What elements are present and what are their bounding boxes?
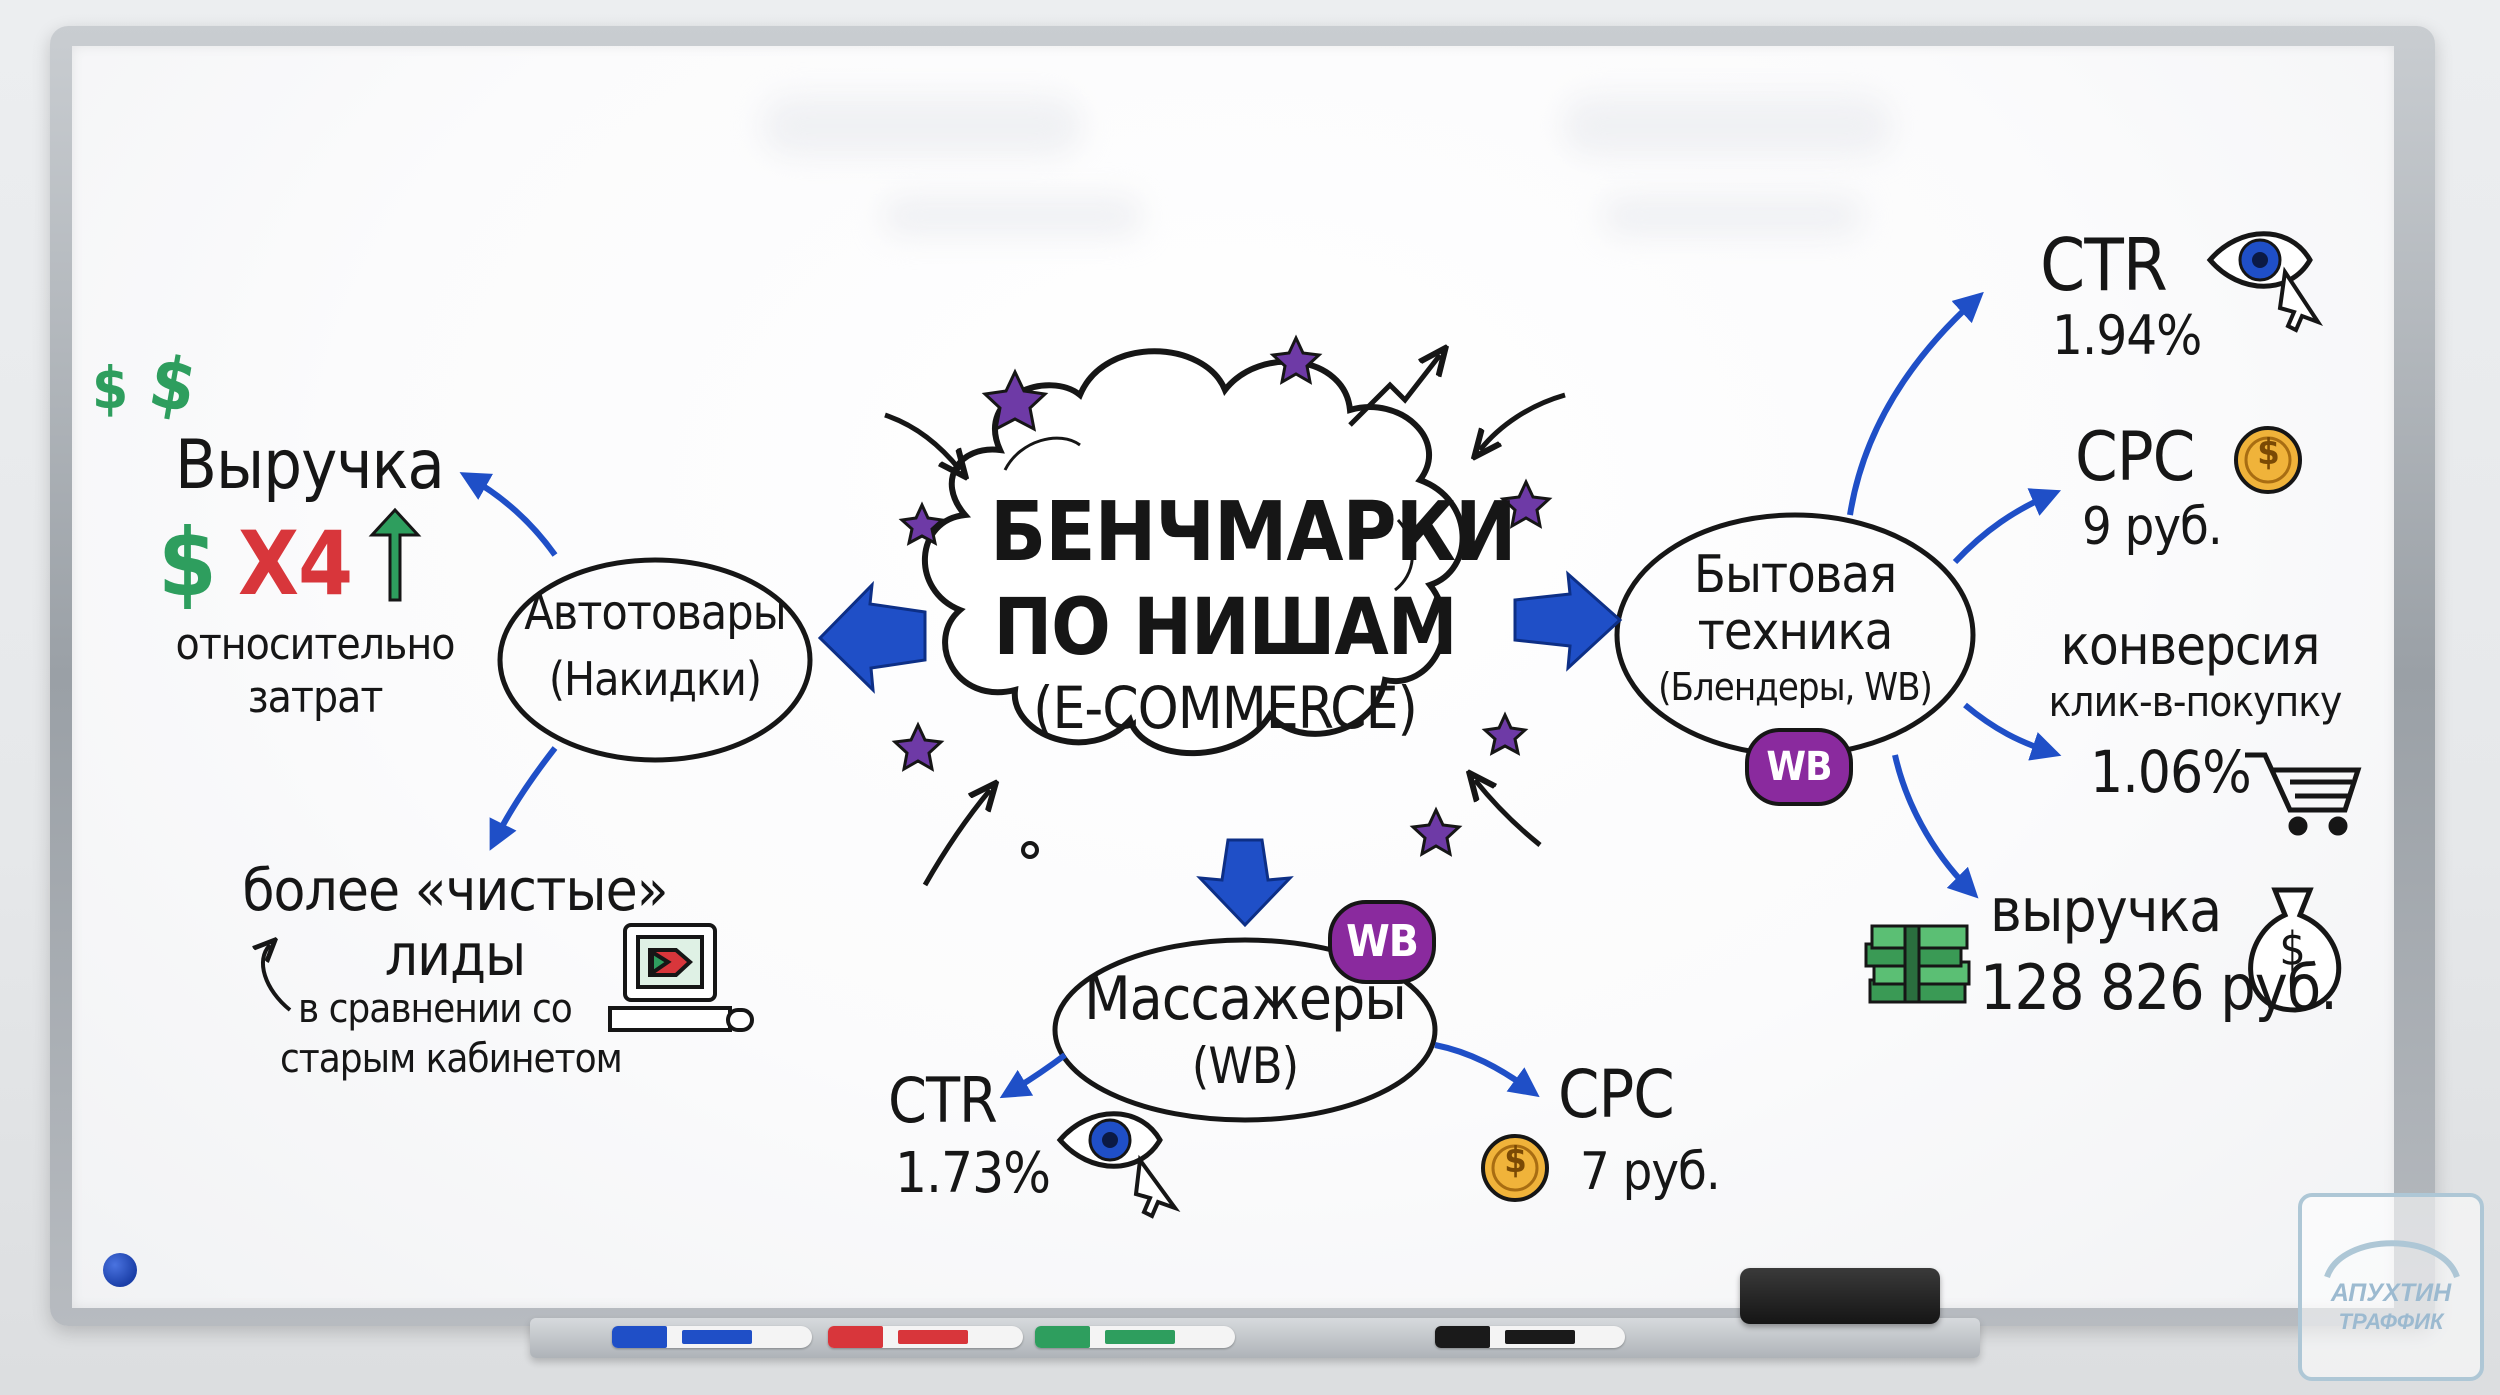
autotovary-sublabel: (Накидки) xyxy=(548,652,762,706)
center-cloud xyxy=(922,348,1466,757)
conversion-label-line1: конверсия xyxy=(2060,614,2321,677)
revenue-value-right: 128 826 руб. xyxy=(1980,951,2338,1024)
conversion-value: 1.06% xyxy=(2090,738,2252,806)
red-marker[interactable] xyxy=(828,1326,1023,1348)
black-marker[interactable] xyxy=(1435,1326,1625,1348)
leads-label-line1: более «чистые» xyxy=(242,856,668,924)
arrow-to-cpc-right xyxy=(1952,488,2062,565)
arrow-right-block xyxy=(1513,570,1623,672)
compare-label-line1: в сравнении со xyxy=(298,986,573,1032)
revenue-label-left: Выручка xyxy=(175,426,445,505)
autotovary-label: Автотовары xyxy=(524,585,787,641)
ctr-value-bottom: 1.73% xyxy=(895,1141,1051,1206)
computer-icon xyxy=(608,923,754,1032)
blue-marker[interactable] xyxy=(612,1326,812,1348)
bytovaya-label-line2: техника xyxy=(1697,602,1894,662)
arrow-to-revenue xyxy=(459,472,558,557)
dollar-icon-tilted: $ xyxy=(143,338,202,430)
center-title-line3: (E-COMMERCE) xyxy=(1033,674,1418,742)
dollar-icon-large: $ xyxy=(158,509,217,618)
bytovaya-sublabel: (Блендеры, WB) xyxy=(1658,665,1933,709)
arrow-down-block xyxy=(1196,838,1294,928)
leads-label-line2: лиды xyxy=(384,921,527,989)
massazhery-node xyxy=(1052,937,1438,1123)
massazhery-sublabel: (WB) xyxy=(1191,1037,1299,1095)
eye-cursor-icon-bottom xyxy=(1056,1111,1181,1219)
logo-arc-icon xyxy=(2324,1240,2460,1279)
autotovary-node xyxy=(497,557,813,763)
coin-icon-right xyxy=(2234,426,2302,494)
cpc-value-right: 9 руб. xyxy=(2082,497,2223,557)
green-marker[interactable] xyxy=(1035,1326,1235,1348)
wb-badge-right: WB xyxy=(1745,728,1853,806)
arrow-to-conv-right xyxy=(1963,702,2062,761)
ctr-value-right: 1.94% xyxy=(2052,304,2202,367)
money-bag-icon xyxy=(2248,887,2342,1013)
relative-label-line2: затрат xyxy=(247,672,384,723)
revenue-multiplier: X4 xyxy=(238,512,353,615)
center-title-line2: ПО НИШАМ xyxy=(993,583,1457,673)
dollar-icon-small: $ xyxy=(92,354,128,422)
bytovaya-label-line1: Бытовая xyxy=(1693,545,1897,605)
relative-label-line1: относительно xyxy=(175,619,455,670)
arrow-to-revenue-right xyxy=(1892,754,1979,899)
arrow-left-block xyxy=(817,580,927,694)
ctr-label-bottom: CTR xyxy=(888,1064,998,1137)
arrow-to-cpc-bottom xyxy=(1434,1042,1540,1098)
arrow-to-ctr-right xyxy=(1847,291,1984,516)
board-magnet xyxy=(103,1253,137,1287)
watermark-logo: АПУХТИН ТРАФФИК xyxy=(2298,1193,2484,1381)
shopping-cart-icon xyxy=(2245,752,2362,836)
arrow-to-ctr-bottom xyxy=(999,1052,1067,1099)
coin-icon-bottom xyxy=(1481,1134,1549,1202)
coin-dollar-right: $ xyxy=(2257,432,2280,473)
revenue-label-right: выручка xyxy=(1990,876,2222,946)
money-bag-dollar: $ xyxy=(2279,922,2305,976)
cpc-label-bottom: CPC xyxy=(1558,1056,1675,1133)
arrow-to-leads xyxy=(489,746,558,851)
board-eraser[interactable] xyxy=(1740,1268,1940,1324)
wb-badge-bottom: WB xyxy=(1328,900,1436,984)
center-title-line1: БЕНЧМАРКИ xyxy=(990,485,1517,580)
ctr-label-right: CTR xyxy=(2040,223,2168,307)
coin-dollar-bottom: $ xyxy=(1504,1140,1527,1181)
eye-cursor-icon-right xyxy=(2206,231,2324,333)
logo-line2: ТРАФФИК xyxy=(2338,1309,2444,1334)
cpc-value-bottom: 7 руб. xyxy=(1580,1142,1721,1202)
cpc-label-right: CPC xyxy=(2075,418,2195,497)
logo-line1: АПУХТИН xyxy=(2330,1279,2452,1307)
compare-label-line2: старым кабинетом xyxy=(280,1036,623,1082)
growth-arrow-icon xyxy=(368,507,422,602)
cash-stack-icon xyxy=(1864,924,1971,1004)
conversion-label-line2: клик-в-покупку xyxy=(2048,677,2343,726)
